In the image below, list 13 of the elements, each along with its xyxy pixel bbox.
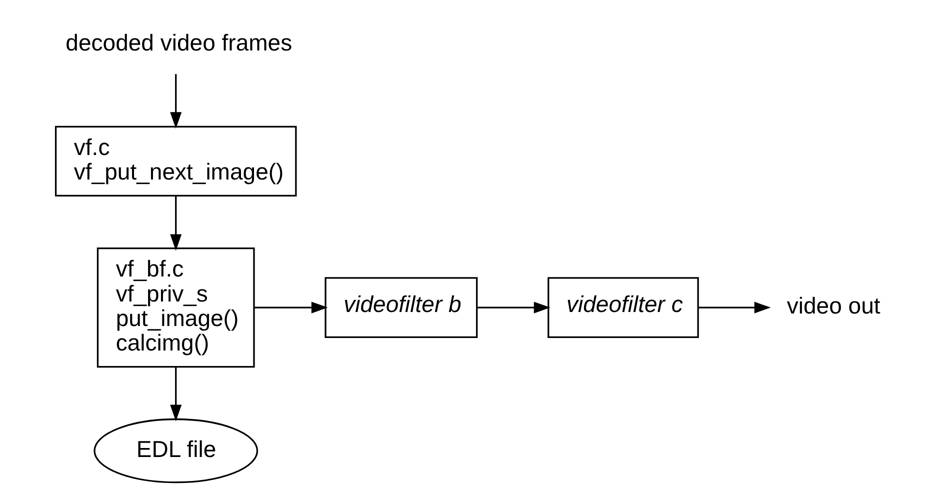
arrow	[477, 302, 550, 314]
arrow	[170, 366, 182, 422]
arrow	[170, 74, 182, 129]
node-ellipse: EDL file	[94, 418, 258, 484]
arrow	[170, 196, 182, 251]
arrow	[698, 302, 771, 314]
node-box: videofilter b	[324, 277, 478, 338]
arrow	[254, 302, 328, 314]
node-text: decoded video frames	[66, 29, 292, 56]
node-box: videofilter c	[548, 277, 699, 338]
node-box: vf_bf.c vf_priv_s put_image() calcimg()	[96, 248, 255, 368]
node-box: vf.c vf_put_next_image()	[54, 126, 297, 197]
node-text: video out	[786, 292, 880, 319]
